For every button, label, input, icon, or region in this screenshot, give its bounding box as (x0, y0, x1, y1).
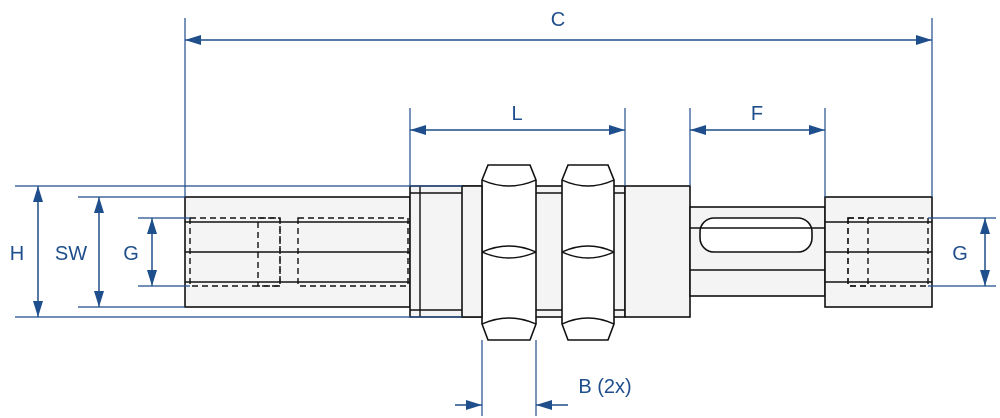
hex-nut-2 (561, 164, 615, 341)
dimension-label-sw: SW (55, 243, 87, 265)
dimension-c: C (184, 9, 933, 197)
dimension-label-g-left: G (123, 243, 139, 265)
rod-slot (699, 217, 813, 253)
dimension-l: L (409, 103, 626, 186)
dimension-label-h: H (10, 243, 24, 265)
cylindrical-head (624, 185, 691, 318)
dimension-sw: SW (55, 196, 185, 308)
dimension-label-c: C (551, 9, 565, 31)
dimension-g-right: G (928, 217, 996, 287)
dimension-h: H (10, 185, 462, 318)
dimension-label-l: L (511, 103, 522, 125)
dimension-label-g-right: G (952, 243, 968, 265)
dimension-f: F (689, 103, 826, 197)
component-outline (184, 164, 933, 341)
dimension-label-f: F (751, 103, 763, 125)
hex-nut-1 (481, 164, 537, 341)
left-hidden-slot (297, 217, 409, 287)
dimension-g-left: G (123, 217, 190, 287)
dimension-label-b: B (2x) (578, 376, 631, 398)
dimension-b: B (2x) (455, 340, 632, 416)
